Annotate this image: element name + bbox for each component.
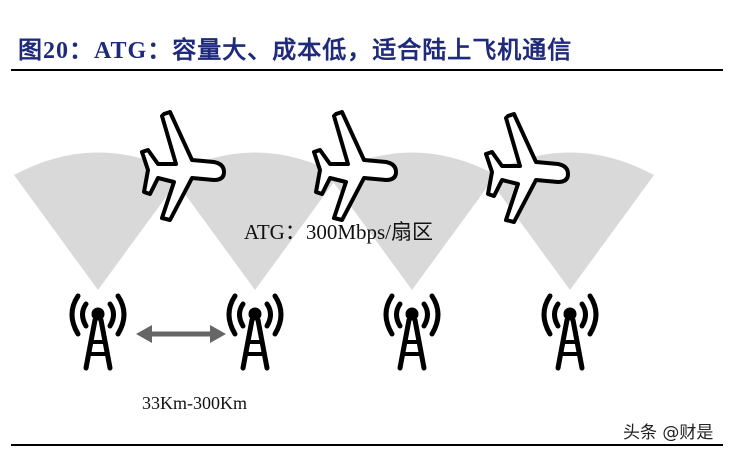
double-arrow-icon [136, 325, 226, 343]
radio-tower-icon [229, 296, 281, 368]
capacity-label: ATG：300Mbps/扇区 [244, 220, 434, 244]
radio-tower-icon [72, 296, 124, 368]
radio-tower-icon [544, 296, 596, 368]
distance-label: 33Km-300Km [142, 393, 247, 413]
bottom-divider [11, 444, 723, 446]
figure-title: 图20：ATG：容量大、成本低，适合陆上飞机通信 [18, 38, 573, 64]
watermark: 头条 @财是 [623, 423, 714, 443]
top-divider [11, 69, 723, 71]
radio-tower-icon [386, 296, 438, 368]
